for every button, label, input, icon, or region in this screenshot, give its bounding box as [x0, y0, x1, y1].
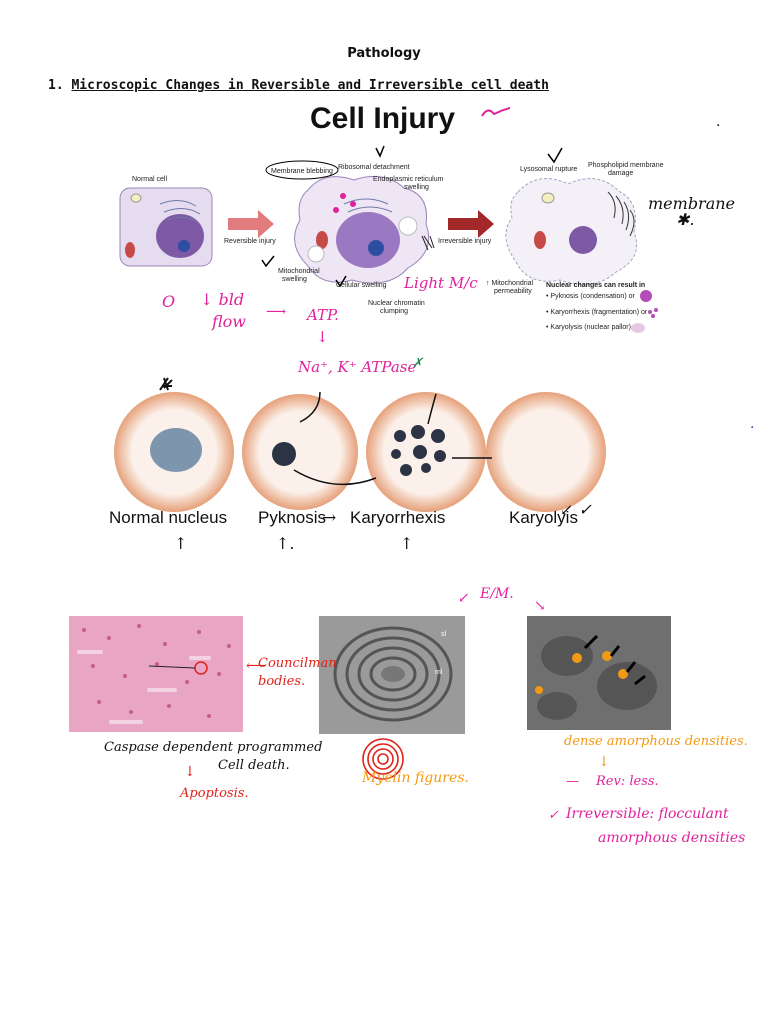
- note-dense-arrow: ↓: [598, 754, 610, 770]
- check-mark: [376, 146, 384, 156]
- label-normal-nucleus: Normal nucleus: [109, 508, 227, 528]
- note-up-mark-1: ↑: [174, 534, 187, 553]
- normal-nucleus-core: [150, 428, 202, 472]
- normal-cell-mitochondrion: [125, 242, 135, 258]
- karyolysis-icon: [631, 323, 645, 333]
- swollen-cell-nucleolus: [368, 240, 384, 256]
- label-reversible-injury: Reversible injury: [224, 238, 276, 245]
- histology-pattern: [69, 616, 243, 732]
- note-dot-2: ·: [750, 420, 754, 436]
- label-mito-permeability: ↑ Mitochondrial: [486, 280, 533, 287]
- pink-dot-2: [350, 201, 356, 207]
- pink-dot-1: [340, 193, 346, 199]
- note-bld: ↓ bld: [200, 290, 244, 309]
- note-apoptosis-arrow: ↓: [184, 764, 196, 780]
- section-number: 1.: [48, 78, 64, 93]
- note-cell-death: Cell death.: [218, 758, 290, 773]
- karyorrhexis-icon: [648, 310, 652, 314]
- necrotic-cell-shape: [506, 179, 637, 285]
- note-dense: dense amorphous densities.: [564, 734, 748, 749]
- dense-densities-pattern: [527, 616, 671, 730]
- swollen-cell-nucleus: [336, 212, 400, 268]
- note-arrow-p-k: →: [322, 508, 336, 528]
- swollen-cell-bleb-2: [399, 217, 417, 235]
- note-rev-dash: —: [566, 774, 579, 789]
- normal-cell-nucleolus: [178, 240, 190, 252]
- label-cellular-swelling: Cellular swelling: [336, 282, 387, 289]
- note-amorphous: amorphous densities: [598, 830, 745, 846]
- note-check: ↙ ✓: [560, 500, 592, 519]
- label-phospholipid: Phospholipid membrane: [588, 162, 664, 169]
- check-mark: [262, 256, 274, 266]
- label-mito-swelling: Mitochondrial: [278, 268, 320, 275]
- note-irreversible: Irreversible: flocculant: [566, 806, 729, 822]
- histology-micrograph: [69, 616, 243, 732]
- necrotic-cell-nucleus: [569, 226, 597, 254]
- note-up-mark-2: ↑.: [276, 534, 295, 553]
- em-myelin-figure: sl ml: [319, 616, 465, 734]
- em-label-2: ml: [435, 669, 443, 676]
- note-down-arrow: ↓: [316, 328, 329, 346]
- label-er-swelling: Endoplasmic reticulum: [373, 176, 443, 183]
- pyknosis-icon: [640, 290, 652, 302]
- note-apoptosis: Apoptosis.: [180, 786, 249, 801]
- note-flow: flow: [212, 312, 246, 331]
- note-councilman: Councilman: [258, 656, 337, 671]
- scribble-mark: [160, 378, 172, 390]
- label-membrane-blebbing: Membrane blebbing: [271, 168, 333, 175]
- note-o-marker: O: [162, 292, 175, 311]
- note-em-arrow: ↙: [458, 590, 470, 606]
- note-councilman-bodies: bodies.: [258, 674, 305, 689]
- label-ribosomal-detachment: Ribosomal detachment: [338, 164, 410, 171]
- label-phospholipid-2: damage: [608, 170, 633, 177]
- note-light-mc: Light M/c: [404, 274, 478, 292]
- label-karyorrhexis-bullet: • Karyorrhexis (fragmentation) or: [546, 309, 647, 316]
- label-karyolysis-bullet: • Karyolysis (nuclear pallor): [546, 324, 631, 331]
- label-er-swelling-2: swelling: [404, 184, 429, 191]
- note-up-mark-3: ↑: [400, 534, 413, 553]
- check-mark: [548, 148, 562, 162]
- note-myelin: Myelin figures.: [362, 770, 469, 786]
- note-rev: Rev: less.: [596, 774, 659, 789]
- label-mito-swelling-2: swelling: [282, 276, 307, 283]
- note-em-arrow-2: ↘: [534, 598, 546, 614]
- necrotic-cell-mitochondrion: [534, 231, 546, 249]
- note-membrane-mark: ✱.: [676, 210, 695, 229]
- label-irreversible-injury: Irreversible injury: [438, 238, 491, 245]
- em-dense-densities: [527, 616, 671, 730]
- note-dot: ·: [716, 118, 720, 134]
- note-x-mark: ✗: [412, 356, 423, 371]
- pink-dot-3: [333, 207, 339, 213]
- label-lysosomal-rupture: Lysosomal rupture: [520, 166, 577, 173]
- label-karyorrhexis: Karyorrhexis: [350, 508, 445, 528]
- page-title: Pathology: [0, 46, 768, 61]
- label-nuclear-changes: Nuclear changes can result in: [546, 282, 645, 289]
- em-label-1: sl: [441, 631, 447, 638]
- label-normal-cell: Normal cell: [132, 176, 167, 183]
- label-pyknosis-bullet: • Pyknosis (condensation) or: [546, 293, 635, 300]
- note-caspase: Caspase dependent programmed: [104, 740, 322, 755]
- note-arrow: ⟶: [266, 304, 286, 320]
- necrotic-cell-lysosome: [542, 193, 554, 203]
- swollen-cell-bleb: [308, 246, 324, 262]
- karyolysis-cell: [486, 392, 606, 512]
- irreversible-arrow: [448, 210, 494, 238]
- note-atp: ATP.: [307, 306, 339, 324]
- pyknosis-core: [272, 442, 296, 466]
- normal-cell-nucleus: [156, 214, 204, 258]
- normal-cell-vesicle: [131, 194, 141, 202]
- reversible-arrow: [228, 210, 274, 238]
- label-nuclear-chromatin-2: clumping: [380, 308, 408, 315]
- title-tick: [482, 108, 510, 116]
- section-heading: 1. Microscopic Changes in Reversible and…: [48, 78, 549, 93]
- myelin-pattern: sl ml: [319, 616, 465, 734]
- label-nuclear-chromatin: Nuclear chromatin: [368, 300, 425, 307]
- pyknosis-cell: [242, 394, 358, 510]
- label-pyknosis: Pyknosis: [258, 508, 326, 528]
- note-em: E/M.: [480, 586, 514, 602]
- note-irrev-check: ✓: [548, 808, 559, 823]
- label-mito-permeability-2: permeability: [494, 288, 532, 295]
- section-title: Microscopic Changes in Reversible and Ir…: [71, 78, 548, 93]
